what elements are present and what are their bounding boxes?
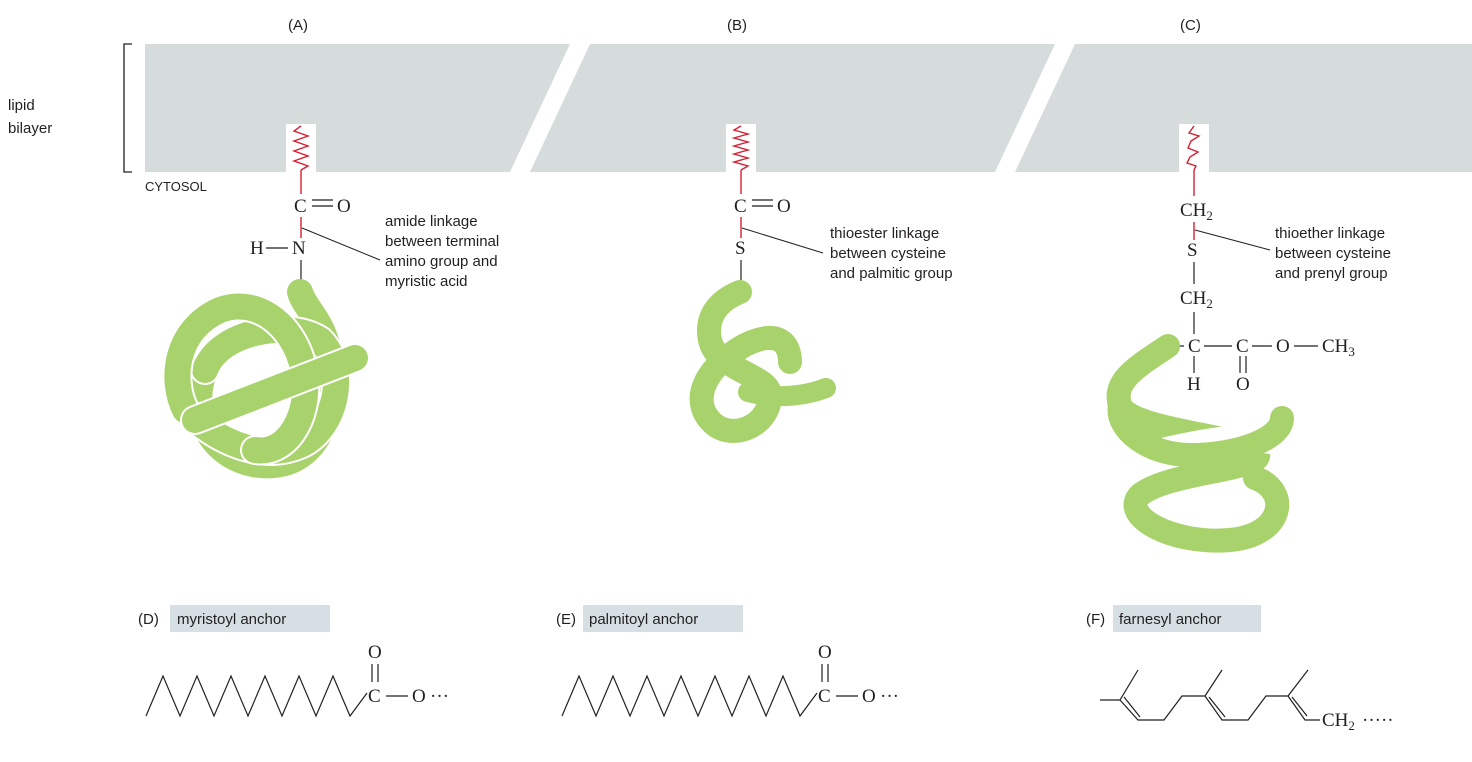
protein-c xyxy=(1106,334,1299,553)
membrane-segment-b xyxy=(530,44,1055,172)
carbonyl-oxygen: O xyxy=(1236,374,1250,395)
methyl-group: CH3 xyxy=(1322,336,1355,359)
membrane-segment-c xyxy=(1015,44,1472,172)
anchor-d-o-right: O xyxy=(412,686,426,707)
anchor-d-c: C xyxy=(368,686,381,707)
alpha-carbon: C xyxy=(1188,336,1201,357)
panel-label-b: (B) xyxy=(727,17,747,34)
anchor-f-label-bg xyxy=(1113,605,1261,632)
anchor-f-ch2: CH2 xyxy=(1322,710,1355,733)
leader-line-b xyxy=(741,227,824,254)
panel-a: C O H N amide linkage between terminal a… xyxy=(162,125,499,479)
palmitoyl-chain xyxy=(561,674,818,718)
anchor-f-dots: ····· xyxy=(1362,710,1394,731)
anchor-e: (E) palmitoyl anchor O C O ··· xyxy=(556,605,899,718)
myristic-chain xyxy=(291,125,311,171)
annotation-b-line2: between cysteine xyxy=(830,245,946,262)
annotation-c-line2: between cysteine xyxy=(1275,245,1391,262)
sulfur-atom-c: S xyxy=(1187,240,1198,261)
annotation-c-line3: and prenyl group xyxy=(1275,265,1388,282)
leader-line-c xyxy=(1194,229,1271,251)
ch2-group-middle: CH2 xyxy=(1180,288,1213,311)
annotation-a-line3: amino group and xyxy=(385,253,498,270)
anchor-d-dots: ··· xyxy=(430,686,449,707)
membrane-pocket-c xyxy=(1179,124,1209,172)
prenyl-chain xyxy=(1186,125,1201,171)
lipid-bilayer xyxy=(145,44,1472,172)
sulfur-atom-b: S xyxy=(735,238,746,259)
annotation-b-line3: and palmitic group xyxy=(830,265,953,282)
anchor-e-dots: ··· xyxy=(880,686,899,707)
farnesyl-chain xyxy=(1100,669,1320,721)
carbonyl-carbon: C xyxy=(1236,336,1249,357)
anchor-e-o-top: O xyxy=(818,642,832,663)
carbon-atom-a: C xyxy=(294,196,307,217)
anchor-e-label-bg xyxy=(583,605,743,632)
bilayer-bracket xyxy=(123,43,132,173)
hydrogen-atom-a: H xyxy=(250,238,264,259)
annotation-a-line2: between terminal xyxy=(385,233,499,250)
anchor-e-o-right: O xyxy=(862,686,876,707)
annotation-a-line1: amide linkage xyxy=(385,213,478,230)
anchor-f-prefix: (F) xyxy=(1086,611,1105,628)
anchor-d-name: myristoyl anchor xyxy=(177,611,286,628)
panel-b: C O S thioester linkage between cysteine… xyxy=(689,125,953,443)
annotation-a-line4: myristic acid xyxy=(385,273,468,290)
panel-c: CH2 S CH2 C C O CH3 H O thioether linkag… xyxy=(1106,125,1391,553)
ch2-group-top: CH2 xyxy=(1180,200,1213,223)
oxygen-atom-b: O xyxy=(777,196,791,217)
protein-a xyxy=(162,279,370,479)
nitrogen-atom-a: N xyxy=(292,238,306,259)
oxygen-atom-a: O xyxy=(337,196,351,217)
protein-b xyxy=(689,280,836,443)
hydrogen-atom-c: H xyxy=(1187,374,1201,395)
anchor-d: (D) myristoyl anchor O C O ··· xyxy=(138,605,449,718)
anchor-d-prefix: (D) xyxy=(138,611,159,628)
anchor-f: (F) farnesyl anchor CH2 ····· xyxy=(1086,605,1394,733)
leader-line-a xyxy=(301,227,381,261)
panel-label-a: (A) xyxy=(288,17,308,34)
membrane-segment-a xyxy=(145,44,570,172)
annotation-b-line1: thioester linkage xyxy=(830,225,939,242)
myristoyl-chain xyxy=(145,674,368,718)
palmitic-chain xyxy=(731,125,751,171)
bilayer-label-line2: bilayer xyxy=(8,120,52,137)
anchor-f-name: farnesyl anchor xyxy=(1119,611,1222,628)
ester-oxygen: O xyxy=(1276,336,1290,357)
anchor-d-o-top: O xyxy=(368,642,382,663)
anchor-e-c: C xyxy=(818,686,831,707)
panel-label-c: (C) xyxy=(1180,17,1201,34)
anchor-e-name: palmitoyl anchor xyxy=(589,611,698,628)
cytosol-label: CYTOSOL xyxy=(145,179,207,194)
annotation-c-line1: thioether linkage xyxy=(1275,225,1385,242)
bilayer-label-line1: lipid xyxy=(8,97,35,114)
anchor-d-label-bg xyxy=(170,605,330,632)
anchor-e-prefix: (E) xyxy=(556,611,576,628)
carbon-atom-b: C xyxy=(734,196,747,217)
